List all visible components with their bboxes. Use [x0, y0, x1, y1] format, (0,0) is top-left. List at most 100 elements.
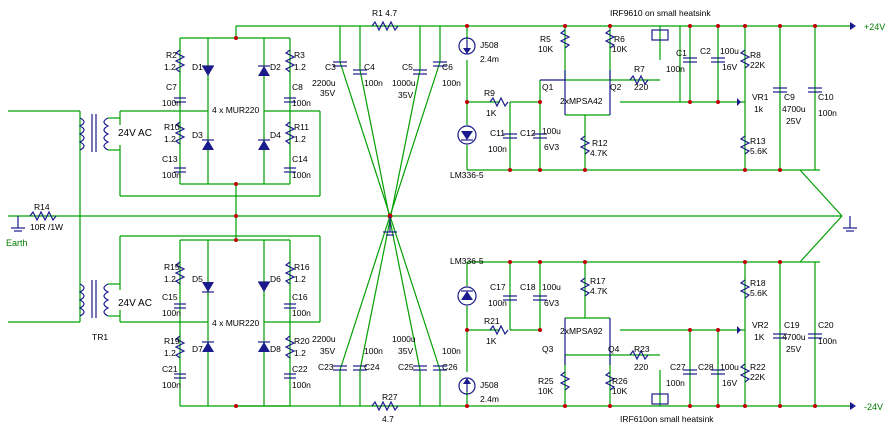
- c16-value: 100n: [292, 308, 311, 318]
- c27-label: C27: [670, 362, 686, 372]
- c3-label: C3: [325, 62, 336, 72]
- r10-label: R10: [164, 122, 180, 132]
- c2-value2: 16V: [722, 62, 737, 72]
- r19-value: 1.2: [164, 348, 176, 358]
- c9-value2: 25V: [786, 116, 801, 126]
- r7-label: R7: [634, 64, 645, 74]
- c22-value: 100n: [292, 380, 311, 390]
- r17-label: R17: [590, 276, 606, 286]
- c25-value2: 35V: [398, 346, 413, 356]
- filter-capacitors: [333, 26, 447, 406]
- r16-value: 1.2: [294, 274, 306, 284]
- j508-bottom-value: 2.4m: [480, 394, 499, 404]
- c18-value1: 100u: [542, 282, 561, 292]
- c6-label: C6: [442, 62, 453, 72]
- r13-label: R13: [750, 136, 766, 146]
- c15-label: C15: [162, 292, 178, 302]
- j508-top-value: 2.4m: [480, 54, 499, 64]
- ac-bottom-label: 24V AC: [118, 298, 152, 309]
- d4-label: D4: [270, 130, 281, 140]
- r21-value: 1K: [486, 336, 497, 346]
- d8-label: D8: [270, 344, 281, 354]
- c14-label: C14: [292, 154, 308, 164]
- c28-value2: 16V: [722, 378, 737, 388]
- q3-label: Q3: [542, 344, 554, 354]
- c24-label: C24: [364, 362, 380, 372]
- regulator-top-parts: [489, 29, 822, 155]
- r2-label: R2: [166, 50, 177, 60]
- r5-label: R5: [540, 34, 551, 44]
- c23-value1: 2200u: [312, 334, 336, 344]
- r6-label: R6: [614, 34, 625, 44]
- c19-value2: 25V: [786, 344, 801, 354]
- j508-bottom-label: J508: [480, 380, 499, 390]
- c7-label: C7: [166, 82, 177, 92]
- r22-label: R22: [750, 362, 766, 372]
- ac-top-label: 24V AC: [118, 128, 152, 139]
- c5-value2: 35V: [398, 90, 413, 100]
- c12-value2: 6V3: [544, 142, 559, 152]
- c26-value: 100n: [442, 346, 461, 356]
- junction-dots: [234, 24, 817, 408]
- c12-value1: 100u: [542, 126, 561, 136]
- r23-value: 220: [634, 362, 648, 372]
- r3-value: 1.2: [294, 62, 306, 72]
- r9-value: 1K: [486, 108, 497, 118]
- r1-label: R1 4.7: [372, 8, 397, 18]
- resistor-r14: [29, 210, 57, 222]
- c1-value: 100n: [666, 64, 685, 74]
- lm-bottom-label: LM336-5: [450, 256, 484, 266]
- c13-label: C13: [162, 154, 178, 164]
- mur-top-label: 4 x MUR220: [212, 105, 260, 115]
- r11-label: R11: [294, 122, 309, 132]
- r26-label: R26: [612, 376, 628, 386]
- lm-top-label: LM336-5: [450, 170, 484, 180]
- d5-label: D5: [192, 274, 203, 284]
- minus24-arrow: [850, 402, 856, 410]
- r26-value: 10K: [612, 386, 627, 396]
- c8-value: 100n: [292, 98, 311, 108]
- c17-value: 100n: [488, 298, 507, 308]
- c1-label: C1: [676, 48, 687, 58]
- c19-value1: 4700u: [782, 332, 806, 342]
- r3-label: R3: [294, 50, 305, 60]
- r9-label: R9: [484, 88, 495, 98]
- r25-label: R25: [538, 376, 554, 386]
- c3-value2: 35V: [320, 88, 335, 98]
- irf-bottom-label: IRF610on small heatsink: [620, 414, 714, 424]
- c2-label: C2: [700, 46, 711, 56]
- r18-value: 5.6K: [750, 288, 768, 298]
- vr2-value: 1K: [754, 332, 765, 342]
- r10-value: 1.2: [164, 134, 176, 144]
- wires: [8, 25, 850, 407]
- bridge-resistors: [174, 49, 296, 359]
- c27-value: 100n: [666, 378, 685, 388]
- r20-label: R20: [294, 336, 310, 346]
- r11-value: 1.2: [294, 134, 306, 144]
- vr1-value: 1k: [754, 104, 764, 114]
- d3-label: D3: [192, 130, 203, 140]
- r22-value: 22K: [750, 372, 765, 382]
- c5-value1: 1000u: [392, 78, 416, 88]
- c13-value: 100n: [162, 170, 181, 180]
- pair-top-label: 2xMPSA42: [560, 96, 603, 106]
- r21-label: R21: [484, 316, 500, 326]
- c23-value2: 35V: [320, 346, 335, 356]
- r27-label: R27: [382, 392, 398, 402]
- c9-value1: 4700u: [782, 104, 806, 114]
- r14-label: R14: [34, 202, 50, 212]
- c18-value2: 6V3: [544, 298, 559, 308]
- d7-label: D7: [192, 344, 203, 354]
- tr1-label: TR1: [92, 332, 108, 342]
- resistor-r1: [371, 20, 399, 32]
- earth-label: Earth: [6, 238, 28, 248]
- c28-label: C28: [698, 362, 714, 372]
- c8-label: C8: [292, 82, 303, 92]
- c17-label: C17: [490, 282, 506, 292]
- vr2-label: VR2: [752, 320, 769, 330]
- c4-label: C4: [364, 62, 375, 72]
- c12-label: C12: [520, 128, 536, 138]
- c11-value: 100n: [488, 144, 507, 154]
- c3-value1: 2200u: [312, 78, 336, 88]
